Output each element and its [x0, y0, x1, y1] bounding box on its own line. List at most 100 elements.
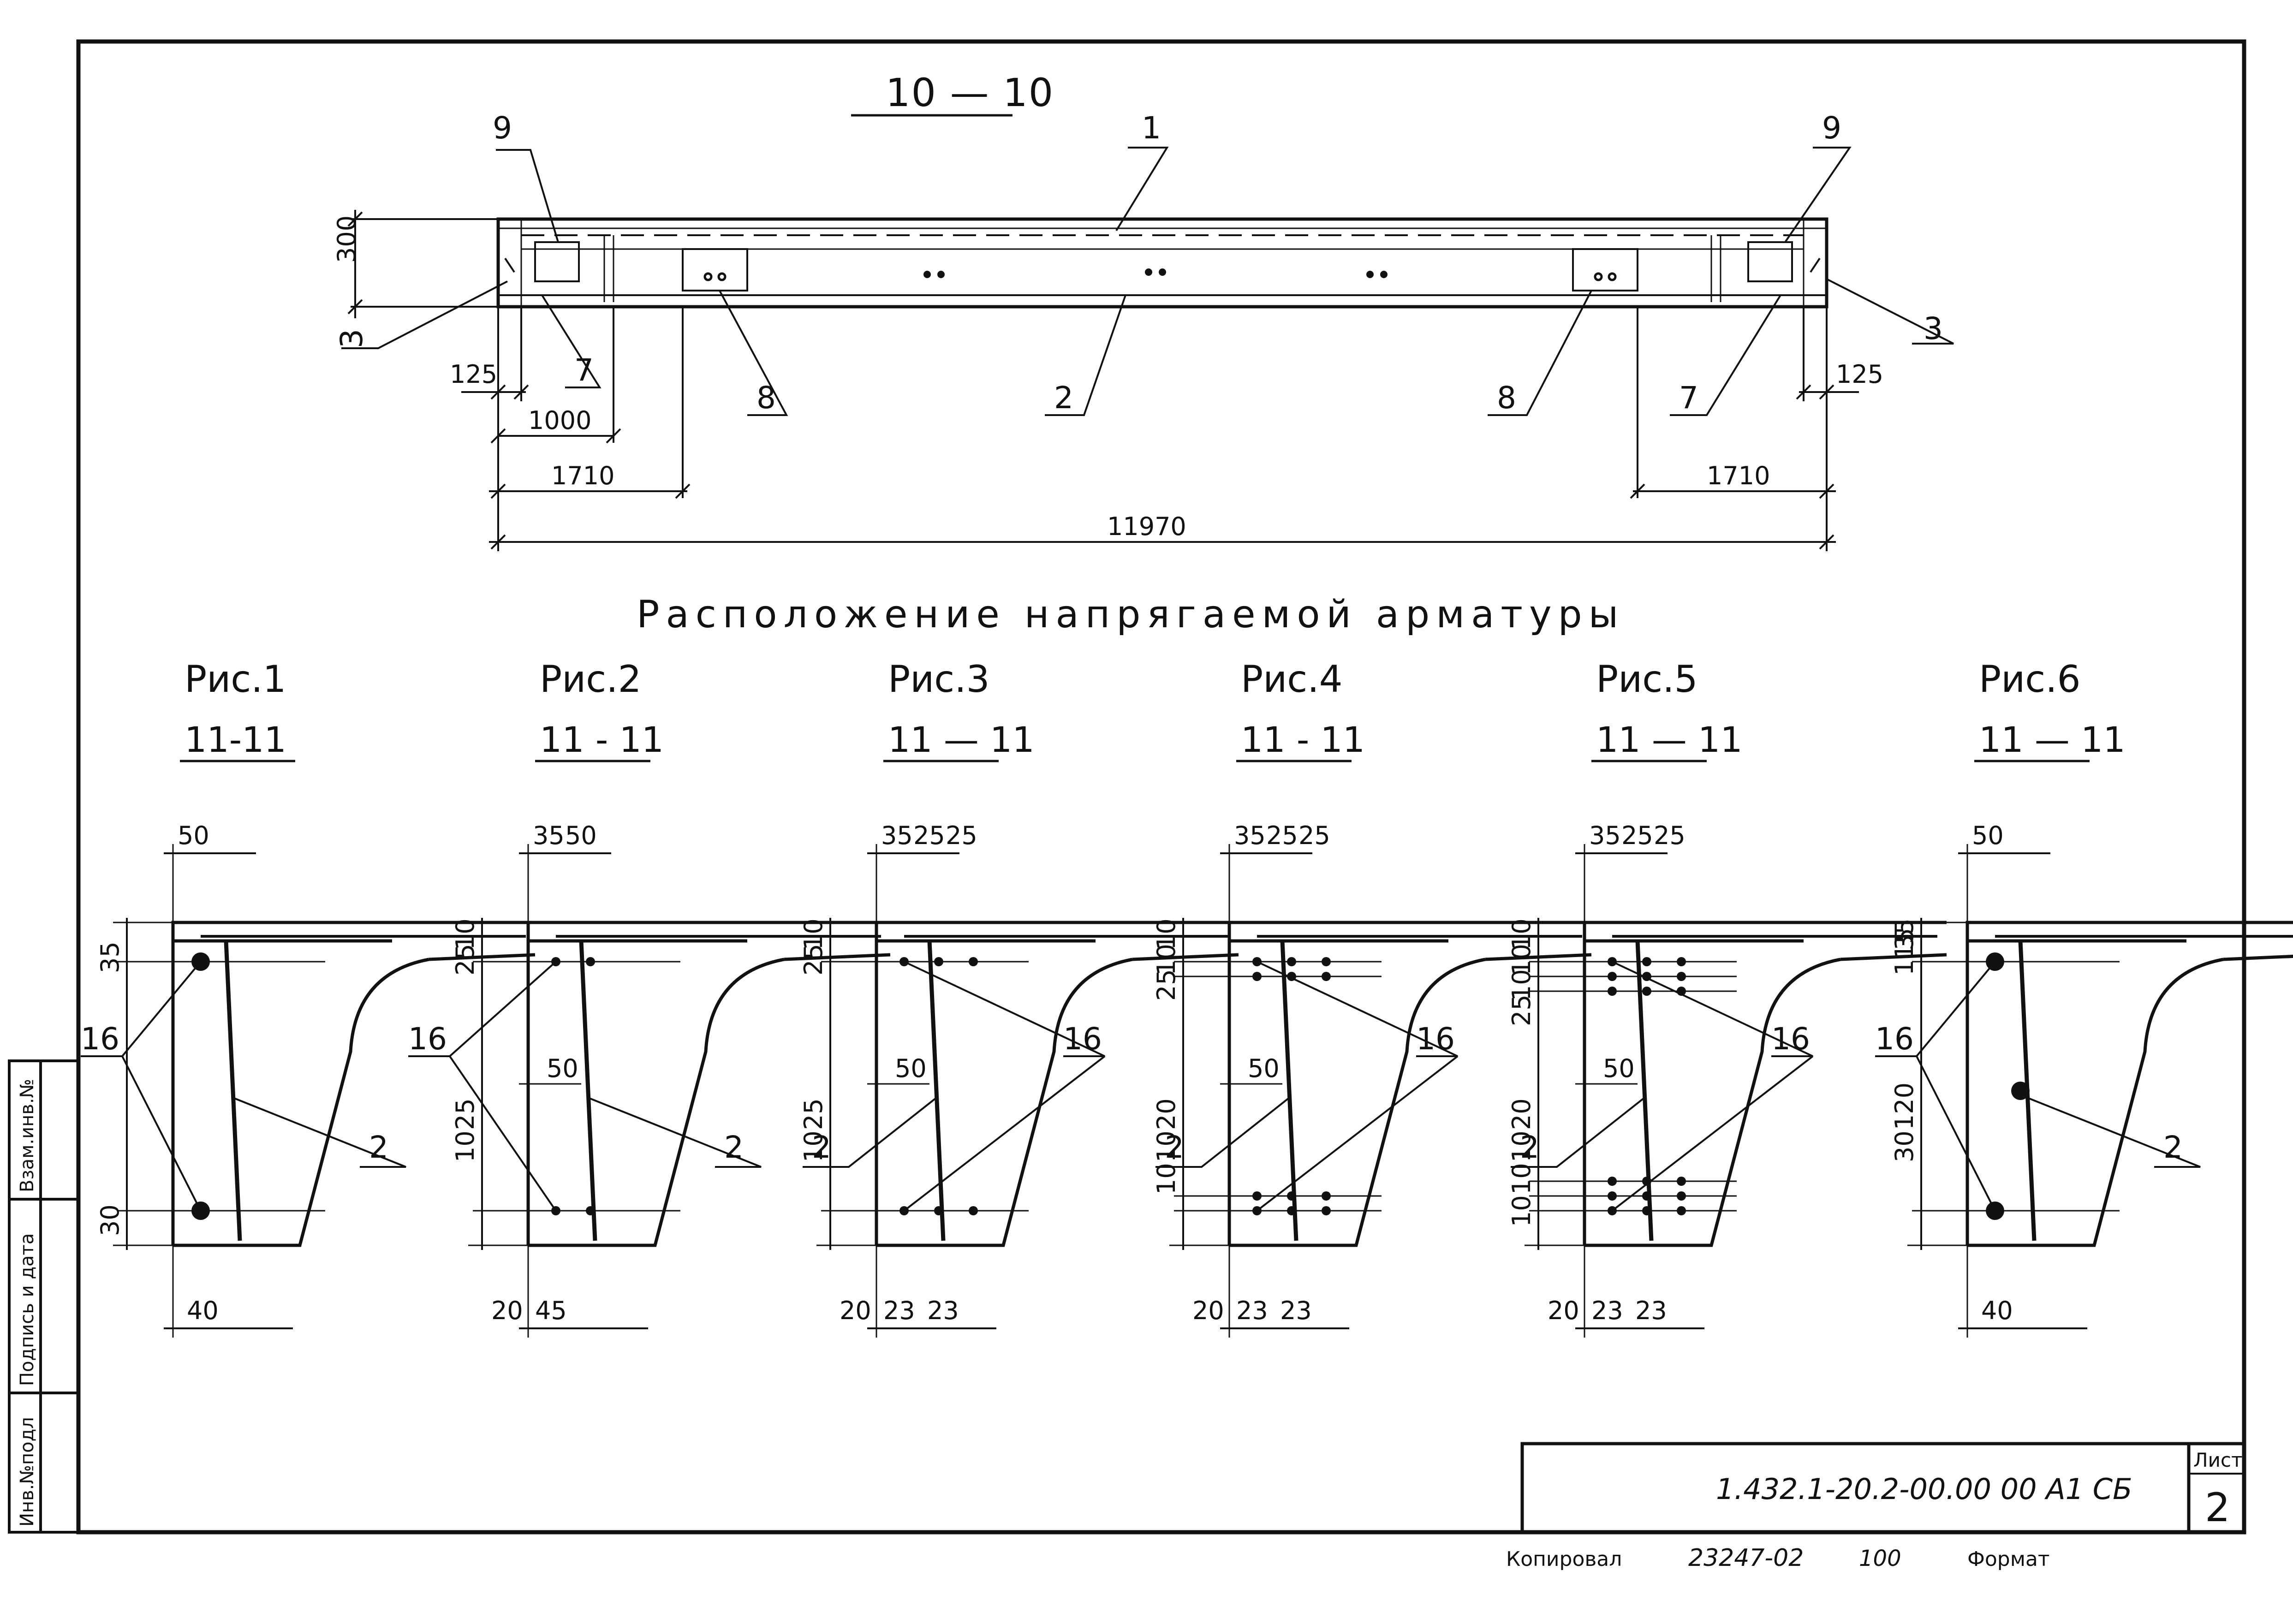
bottom-dim: 23: [883, 1296, 915, 1325]
figure-title: Рис.4: [1241, 658, 1343, 701]
mid-dim: 50: [895, 1054, 927, 1083]
figure-section: 11 — 11: [888, 719, 1035, 760]
top-dim: 25: [1621, 821, 1653, 850]
dim-height-300: 300: [332, 215, 361, 263]
top-dim: 25: [913, 821, 945, 850]
bar-label-2: 2: [1520, 1130, 1539, 1165]
beam-body: [496, 217, 1828, 309]
figure-section: 11 — 11: [1596, 719, 1743, 760]
figure-section: 11 - 11: [540, 719, 664, 760]
title-block: [1520, 1442, 2246, 1534]
left-dim: 25: [799, 944, 828, 976]
bottom-dim: 23: [1591, 1296, 1623, 1325]
left-dim: 35: [1890, 918, 1919, 950]
left-dim: 10: [451, 918, 480, 950]
top-dim: 25: [1298, 821, 1330, 850]
bottom-dim: 45: [535, 1296, 567, 1325]
label-2: 2: [1054, 380, 1073, 416]
bottom-dim: 23: [1280, 1296, 1312, 1325]
mid-dim: 50: [547, 1054, 578, 1083]
sheet-frame: [76, 39, 2246, 1535]
bottom-dim: 40: [187, 1296, 219, 1325]
bottom-dim: 40: [1981, 1296, 2013, 1325]
footer-order: 23247-02: [1688, 1544, 1804, 1572]
strand-label-16: 16: [408, 1021, 447, 1057]
document-code: 1.432.1-20.2-00.00 00 А1 СБ: [1716, 1472, 2132, 1506]
top-dim: 35: [1589, 821, 1621, 850]
mid-dim: 50: [1248, 1054, 1280, 1083]
strand-label-16: 16: [1416, 1021, 1455, 1057]
dim-11970: 11970: [1107, 512, 1186, 541]
position-leaders: [341, 147, 1954, 416]
left-dim: 30: [1890, 1130, 1919, 1162]
left-dim: 25: [1507, 994, 1536, 1026]
figure-title: Рис.6: [1979, 658, 2081, 701]
strand-label-16: 16: [1875, 1021, 1914, 1057]
left-dim: 10: [1152, 918, 1181, 950]
left-dim: 10: [1507, 1195, 1536, 1227]
dim-1710-left: 1710: [551, 461, 614, 490]
footer-count: 100: [1859, 1546, 1901, 1571]
bar-label-2: 2: [724, 1130, 744, 1165]
left-dim: 115: [1890, 928, 1919, 976]
label-9-right: 9: [1822, 110, 1841, 146]
stamp-cell-vzam-inv: Взам.инв.№: [17, 1079, 38, 1192]
side-stamp: [8, 1059, 80, 1534]
bar-label-2: 2: [369, 1130, 388, 1165]
top-dim: 25: [1266, 821, 1298, 850]
strand-ends: [923, 268, 1388, 278]
footer-format: Формат: [1967, 1547, 2050, 1571]
strand-label-16: 16: [1063, 1021, 1102, 1057]
top-dim: 50: [565, 821, 597, 850]
bar-label-2: 2: [812, 1130, 831, 1165]
section-10-10: 10 — 10: [332, 70, 1954, 551]
bottom-dim: 23: [1635, 1296, 1667, 1325]
label-7-left: 7: [574, 352, 594, 388]
dim-125-right: 125: [1836, 360, 1883, 389]
top-dim: 50: [178, 821, 209, 850]
reinforcement-heading: Расположение напрягаемой арматуры: [637, 593, 1625, 637]
label-8-left: 8: [756, 380, 776, 416]
left-dim: 10: [1507, 969, 1536, 1001]
figure-title: Рис.2: [540, 658, 642, 701]
left-dim: 10: [1507, 918, 1536, 950]
figure-section: 11-11: [185, 719, 286, 760]
left-dim: 35: [95, 941, 125, 973]
left-dim: 10: [1152, 1130, 1181, 1162]
top-dim: 35: [533, 821, 565, 850]
figure-section: 11 — 11: [1979, 719, 2126, 760]
label-3-left: 3: [334, 329, 369, 348]
left-dim: 10: [1507, 944, 1536, 976]
left-dim: 10: [1507, 1163, 1536, 1195]
top-dim: 25: [1654, 821, 1686, 850]
footer-copied: Копировал: [1506, 1547, 1622, 1571]
bottom-dim: 23: [927, 1296, 959, 1325]
left-dim: 10: [799, 918, 828, 950]
top-dim: 50: [1972, 821, 2004, 850]
figure-title: Рис.1: [185, 658, 286, 701]
left-dim: 25: [451, 1098, 480, 1130]
bottom-dim: 20: [1192, 1296, 1224, 1325]
dim-1710-right: 1710: [1707, 461, 1770, 490]
bottom-dim: 23: [1236, 1296, 1268, 1325]
dim-1000: 1000: [528, 406, 591, 435]
label-9-left: 9: [493, 110, 512, 146]
left-dim: 20: [1152, 1098, 1181, 1130]
bar-label-2: 2: [1165, 1130, 1184, 1165]
strand-label-16: 16: [81, 1021, 119, 1057]
left-dim: 120: [1890, 1083, 1919, 1130]
label-8-right: 8: [1497, 380, 1516, 416]
sheet-label: Лист: [2193, 1449, 2242, 1471]
label-1: 1: [1142, 110, 1161, 146]
mid-dim: 50: [1603, 1054, 1635, 1083]
left-dim: 30: [95, 1204, 125, 1236]
section-10-10-title: 10 — 10: [886, 70, 1054, 115]
stamp-cell-inv-podl: Инв.№подл: [17, 1417, 38, 1527]
